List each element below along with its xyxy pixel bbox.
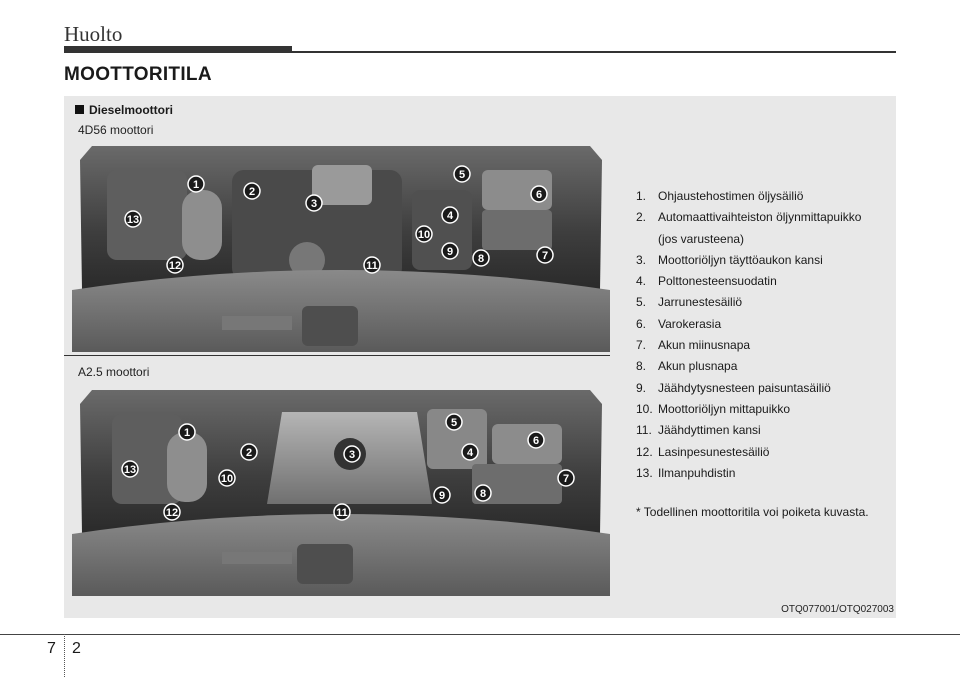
- svg-text:5: 5: [451, 417, 457, 429]
- header-rule: [292, 51, 896, 53]
- header-bar: [64, 46, 292, 53]
- callout-markers: 1 2 3 4 5 6 7 8 9 10 11 12 13: [121, 413, 575, 521]
- legend-item: 10.Moottoriöljyn mittapuikko: [636, 401, 791, 416]
- legend-item: 11.Jäähdyttimen kansi: [636, 423, 761, 438]
- svg-text:8: 8: [480, 488, 486, 500]
- legend-item: 5.Jarrunestesäiliö: [636, 295, 743, 310]
- footer-rule: [0, 634, 960, 635]
- svg-text:3: 3: [311, 198, 317, 210]
- legend-item: 2.Automaattivaihteiston öljynmittapuikko: [636, 210, 862, 225]
- legend-item: 4.Polttonesteensuodatin: [636, 274, 777, 289]
- legend-item: 3.Moottoriöljyn täyttöaukon kansi: [636, 252, 823, 267]
- svg-text:12: 12: [169, 260, 181, 272]
- svg-text:6: 6: [536, 189, 542, 201]
- engine-label-a25: A2.5 moottori: [78, 365, 150, 379]
- image-caption: OTQ077001/OTQ027003: [781, 604, 894, 615]
- svg-text:1: 1: [184, 427, 190, 439]
- footer-separator: [64, 634, 65, 677]
- svg-text:9: 9: [447, 246, 453, 258]
- legend-item: 9.Jäähdytysnesteen paisuntasäiliö: [636, 380, 831, 395]
- section-title: MOOTTORITILA: [64, 64, 212, 85]
- legend-item: 12.Lasinpesunestesäiliö: [636, 444, 770, 459]
- engine-photo-a25: 1 2 3 4 5 6 7 8 9 10 11 12 13: [72, 384, 610, 596]
- svg-text:2: 2: [249, 186, 255, 198]
- svg-text:4: 4: [447, 210, 454, 222]
- page-number: 2: [72, 640, 81, 657]
- svg-text:7: 7: [542, 250, 548, 262]
- legend-item: 8.Akun plusnapa: [636, 359, 738, 374]
- svg-text:13: 13: [124, 464, 136, 476]
- chapter-number: 7: [47, 640, 56, 657]
- svg-text:3: 3: [349, 449, 355, 461]
- legend-item: 13.Ilmanpuhdistin: [636, 465, 736, 480]
- svg-text:7: 7: [563, 473, 569, 485]
- svg-text:1: 1: [193, 179, 199, 191]
- svg-text:5: 5: [459, 169, 465, 181]
- svg-text:11: 11: [366, 260, 378, 272]
- svg-text:10: 10: [418, 229, 430, 241]
- svg-text:13: 13: [127, 214, 139, 226]
- legend-item-continuation: (jos varusteena): [658, 231, 745, 246]
- svg-text:6: 6: [533, 435, 539, 447]
- square-bullet-icon: [75, 105, 84, 114]
- svg-text:9: 9: [439, 490, 445, 502]
- legend-item: 1.Ohjaustehostimen öljysäiliö: [636, 189, 804, 203]
- engine-photo-4d56: 1 2 3 4 5 6 7 8 9 10 11 12 13: [72, 140, 610, 352]
- subheading: Dieselmoottori: [75, 103, 173, 117]
- svg-text:8: 8: [478, 253, 484, 265]
- svg-text:4: 4: [467, 447, 474, 459]
- photo-divider: [64, 355, 610, 356]
- footnote: * Todellinen moottoritila voi poiketa ku…: [636, 505, 869, 519]
- header-title: Huolto: [64, 22, 123, 46]
- legend-item: 6.Varokerasia: [636, 316, 722, 331]
- subheading-text: Dieselmoottori: [89, 103, 174, 117]
- svg-text:10: 10: [221, 473, 233, 485]
- svg-text:2: 2: [246, 447, 252, 459]
- component-legend: 1.Ohjaustehostimen öljysäiliö 2.Automaat…: [636, 186, 892, 484]
- engine-label-4d56: 4D56 moottori: [78, 123, 154, 137]
- legend-item: 7.Akun miinusnapa: [636, 338, 751, 353]
- callout-markers: 1 2 3 4 5 6 7 8 9 10 11 12 13: [124, 165, 554, 274]
- svg-text:11: 11: [336, 507, 348, 519]
- svg-text:12: 12: [166, 507, 178, 519]
